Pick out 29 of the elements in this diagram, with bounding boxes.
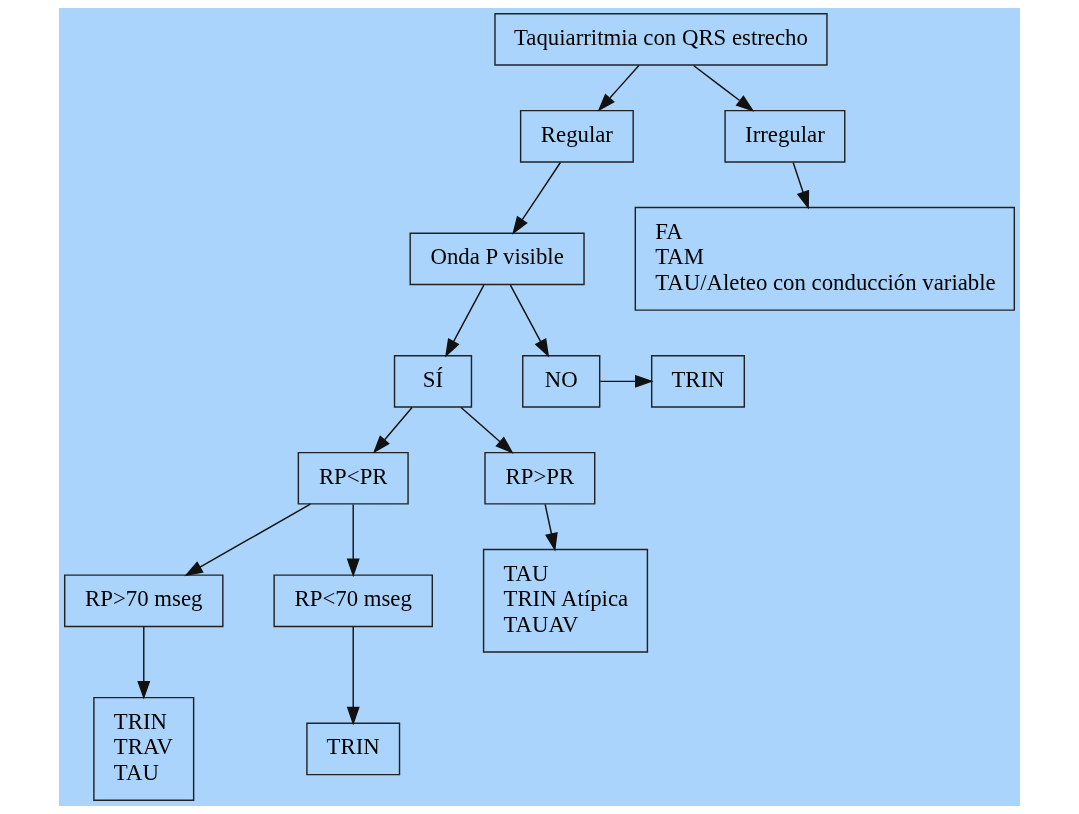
arrow xyxy=(597,64,640,112)
node-box: TRIN xyxy=(306,722,401,776)
node-box: RP>PR xyxy=(484,451,596,505)
arrow xyxy=(509,284,550,358)
arrow xyxy=(599,374,654,388)
node-box: RP<70 mseg xyxy=(273,574,433,628)
arrow xyxy=(792,161,810,210)
node-box: Taquiarritmia con QRS estrecho xyxy=(494,13,828,66)
arrow xyxy=(692,64,755,112)
arrow xyxy=(137,626,151,700)
arrow xyxy=(372,406,413,454)
arrow xyxy=(445,284,485,358)
arrow xyxy=(512,161,562,235)
node-box: Regular xyxy=(519,109,634,163)
node-box: TRIN xyxy=(651,355,745,408)
arrow xyxy=(184,503,312,577)
node-box: Onda P visible xyxy=(409,232,585,286)
node-box: TAU TRIN Atípica TAUAV xyxy=(482,548,649,653)
node-box: SÍ xyxy=(393,355,473,408)
node-box: TRIN TRAV TAU xyxy=(93,696,195,801)
arrow xyxy=(460,406,514,454)
arrow xyxy=(346,626,360,726)
node-box: RP>70 mseg xyxy=(64,574,224,628)
node-box: RP<PR xyxy=(297,451,409,505)
arrow xyxy=(346,503,360,578)
node-box: FA TAM TAU/Aleteo con conducción variable xyxy=(634,206,1015,311)
node-box: Irregular xyxy=(724,109,846,163)
arrow xyxy=(544,503,558,552)
node-box: NO xyxy=(522,355,601,408)
